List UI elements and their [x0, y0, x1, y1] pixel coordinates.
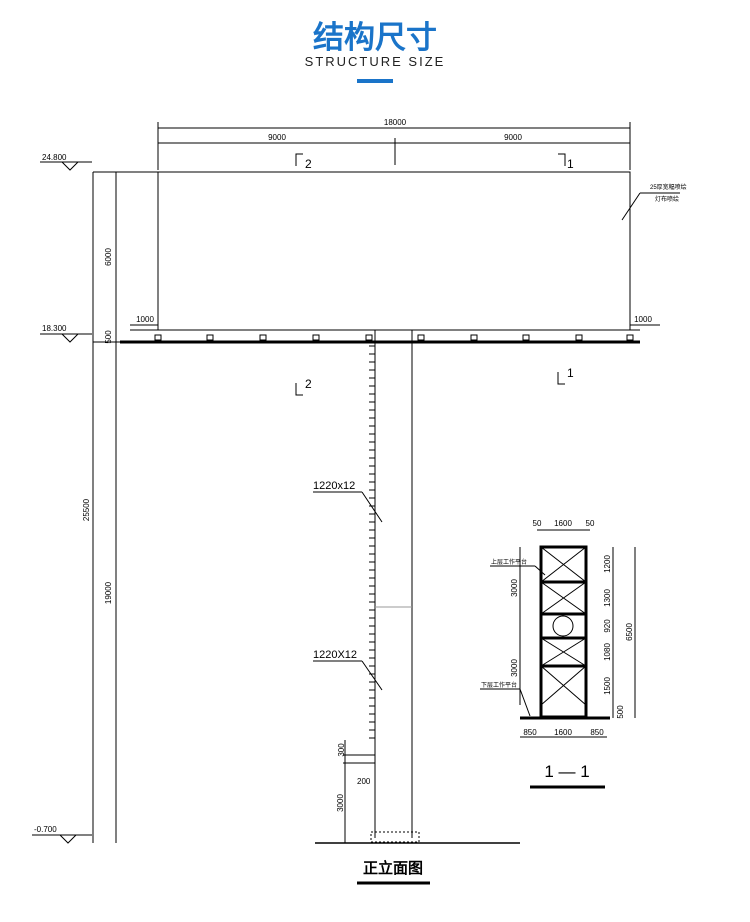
column-spec-lower: 1220X12	[313, 649, 357, 661]
level-top: 24.800	[42, 153, 67, 162]
base-dim-200: 200	[357, 777, 371, 786]
section-bottom-dim-2: 1600	[554, 728, 572, 737]
walkway-bracket	[206, 334, 214, 341]
billboard-face: 25厚宽幅喷绘 灯布喷绘	[120, 171, 687, 344]
elevation-caption: 正立面图	[363, 859, 423, 877]
page-subtitle: STRUCTURE SIZE	[304, 54, 446, 69]
section-right-dim-5: 1500	[603, 677, 612, 695]
level-mid: 18.300	[42, 324, 67, 333]
section-1-1: 50 1600 50 1200 1300 920 1080 1500 500 6…	[480, 519, 636, 789]
board-note-1: 25厚宽幅喷绘	[650, 183, 687, 191]
walkway-bracket	[522, 334, 530, 341]
walkway-bracket	[626, 334, 634, 341]
overhang-left: 1000	[136, 315, 154, 324]
section-top-dim-3: 50	[586, 519, 595, 528]
base-dim-300: 300	[337, 743, 346, 757]
level-markers: 24.800 18.300 -0.700 6000 500 25500 1900…	[32, 153, 158, 844]
dim-column-height: 19000	[104, 581, 113, 604]
section-marks: 2 1 2 1	[295, 153, 574, 396]
section-bottom-dim-1: 850	[523, 728, 537, 737]
walkway-bracket	[470, 334, 478, 341]
dim-board-height: 6000	[104, 248, 113, 266]
walkway-bracket	[154, 334, 162, 341]
section-mark-2-bottom: 2	[305, 377, 312, 391]
lower-platform-label: 下层工作平台	[481, 681, 517, 689]
dim-walkway-height: 500	[104, 330, 113, 344]
section-bottom-dim-3: 850	[590, 728, 604, 737]
upper-platform-label: 上层工作平台	[491, 558, 527, 566]
section-mark-1-top: 1	[567, 157, 574, 171]
section-right-dim-3: 920	[603, 619, 612, 633]
section-right-dim-4: 1080	[603, 643, 612, 661]
dim-total-height: 25500	[82, 498, 91, 521]
page-title: 结构尺寸	[313, 20, 437, 56]
top-dimensions: 18000 9000 9000	[157, 118, 631, 170]
title-underline	[357, 79, 393, 83]
section-left-dim-2: 3000	[510, 659, 519, 677]
section-top-dim-1: 50	[533, 519, 542, 528]
walkway-bracket	[365, 334, 373, 341]
section-right-dim-6: 500	[616, 705, 625, 719]
walkway-bracket	[575, 334, 583, 341]
section-right-dim-2: 1300	[603, 589, 612, 607]
column-spec-upper: 1220x12	[313, 480, 355, 492]
overhang-right: 1000	[634, 315, 652, 324]
section-right-dim-1: 1200	[603, 555, 612, 573]
base-dim-3000: 3000	[336, 794, 345, 812]
section-mark-1-bottom: 1	[567, 366, 574, 380]
dim-total-width: 18000	[384, 118, 407, 127]
overhang-dims: 1000 1000	[130, 315, 660, 326]
section-top-dim-2: 1600	[554, 519, 572, 528]
dim-half-left: 9000	[268, 133, 286, 142]
section-mark-2-top: 2	[305, 157, 312, 171]
column: 1220x12 1220X12 300 200 3000 正立面图	[313, 330, 520, 885]
walkway-bracket	[312, 334, 320, 341]
walkway-bracket	[259, 334, 267, 341]
dim-half-right: 9000	[504, 133, 522, 142]
level-bottom: -0.700	[34, 825, 57, 834]
section-caption: 1 — 1	[544, 762, 589, 781]
section-total: 6500	[625, 623, 634, 641]
board-note-2: 灯布喷绘	[655, 195, 679, 203]
section-left-dim-1: 3000	[510, 579, 519, 597]
walkway-bracket	[417, 334, 425, 341]
